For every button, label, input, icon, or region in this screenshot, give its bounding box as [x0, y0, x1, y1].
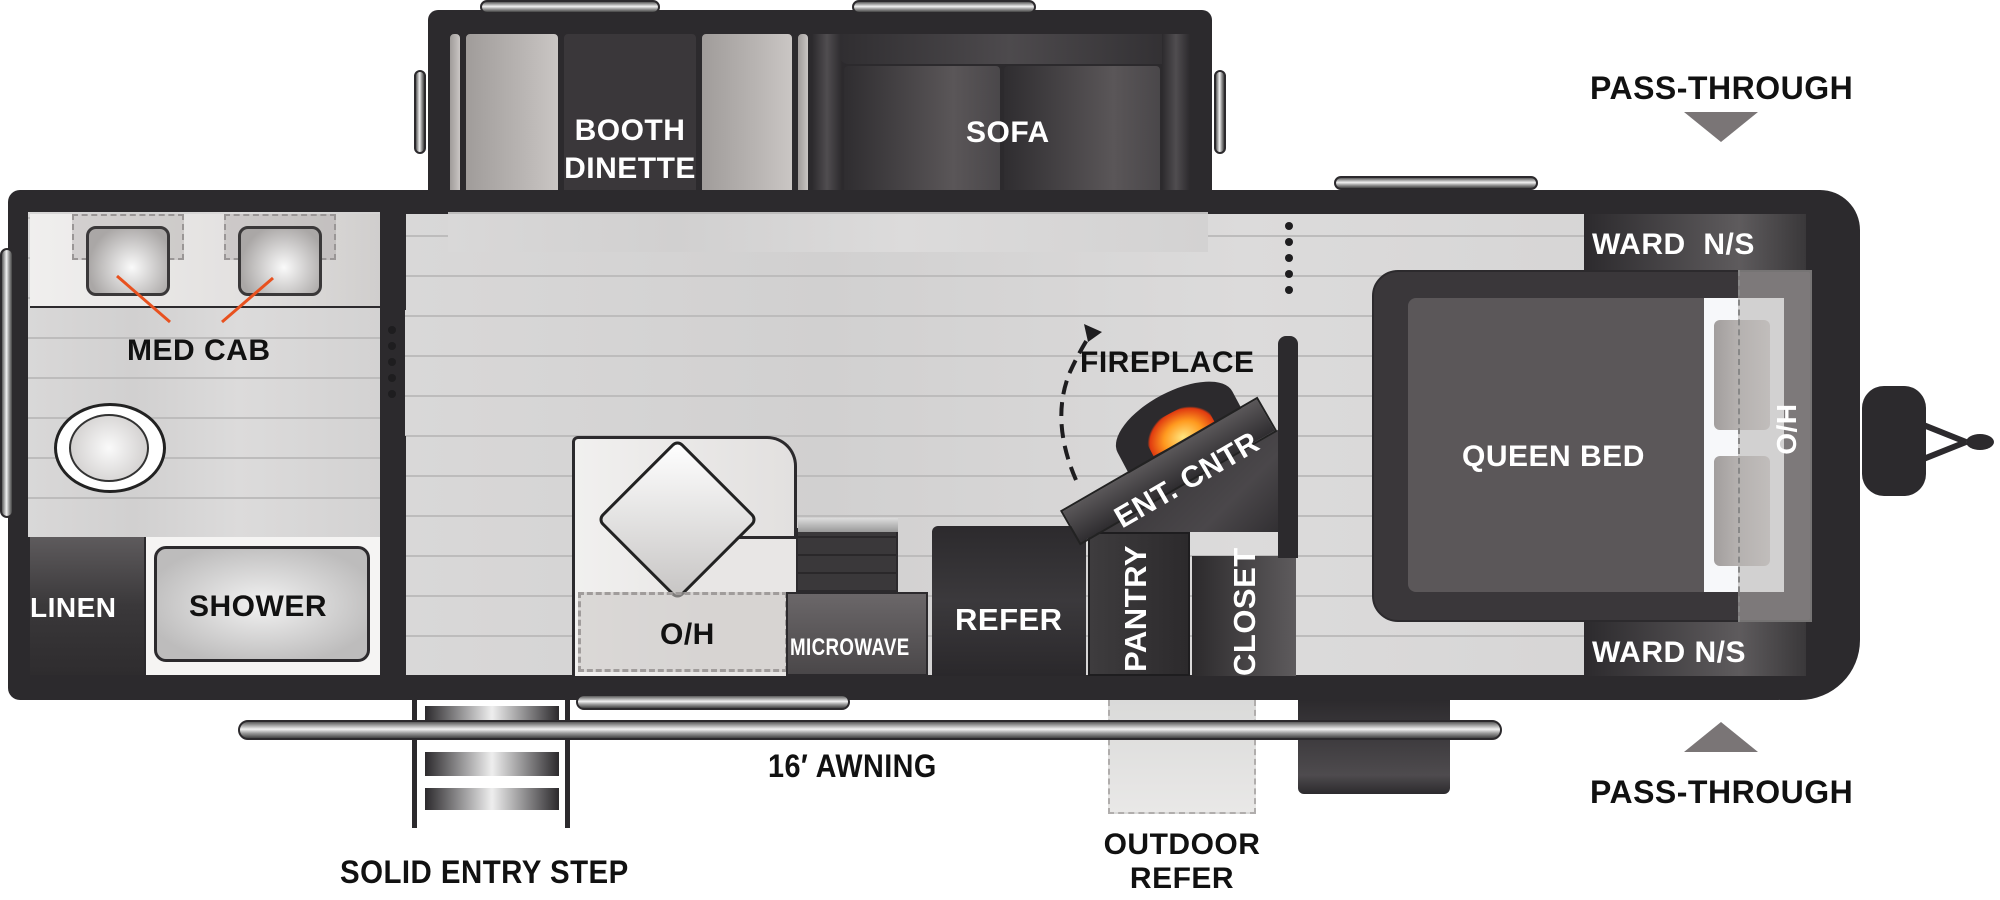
- bathroom-wall-lower: [380, 436, 406, 696]
- stove: [796, 518, 898, 592]
- wardrobe-bottom: [1584, 620, 1806, 676]
- bed-overhead-label: H/O: [1771, 404, 1802, 456]
- closet-label: CLOSET: [1227, 547, 1262, 676]
- pass-through-top-arrow-icon: [1684, 112, 1758, 142]
- fireplace-swing-arrow-icon: [1059, 324, 1102, 481]
- outdoor-refer-line2: REFER: [1129, 862, 1235, 895]
- entry-door-handle-rail: [576, 694, 850, 710]
- pass-through-bottom-arrow-icon: [1684, 722, 1758, 752]
- med-cab-label: MED CAB: [127, 334, 271, 367]
- rear-rail: [0, 248, 14, 518]
- linen-label: LINEN: [30, 592, 117, 623]
- fireplace-label: FIREPLACE: [1080, 346, 1255, 379]
- outdoor-refer-line1: OUTDOOR: [1103, 828, 1261, 861]
- microwave: [786, 592, 928, 676]
- bathroom-wall-upper: [380, 190, 406, 310]
- bedroom-window-rail: [1334, 176, 1538, 190]
- bedroom-wall: [1278, 336, 1298, 558]
- pass-through-bottom-label: PASS-THROUGH: [1590, 774, 1854, 810]
- slide-out-top-rail-right: [852, 0, 1036, 14]
- dinette-label-line2: DINETTE: [564, 152, 696, 185]
- linen-cabinet: [30, 537, 144, 675]
- overhead-cabinet-bed: [1738, 270, 1812, 622]
- queen-bed-label: QUEEN BED: [1462, 440, 1645, 473]
- sofa-label: SOFA: [966, 116, 1050, 149]
- awning-rail: [238, 720, 1502, 740]
- bedroom-pocket-door[interactable]: [1285, 222, 1293, 302]
- booth-label-line1: BOOTH: [574, 114, 686, 147]
- bathroom-pocket-door[interactable]: [388, 326, 396, 406]
- awning-label: 16′ AWNING: [768, 748, 937, 784]
- mattress: [1408, 298, 1704, 592]
- outdoor-refer-zone: [1108, 700, 1256, 814]
- shower-pan: [154, 546, 370, 662]
- toilet: [54, 403, 166, 493]
- pantry: [1088, 532, 1190, 676]
- pantry-label: PANTRY: [1118, 545, 1153, 672]
- sink-right: [238, 226, 322, 296]
- slide-out-top-rail-left: [480, 0, 660, 14]
- med-cab-leader-lines: [116, 274, 274, 324]
- booth-dinette-label: BOOTH DINETTE: [562, 112, 698, 188]
- sofa-back: [840, 34, 1180, 64]
- refrigerator: [932, 526, 1086, 676]
- tow-hitch-icon: [1862, 386, 1994, 496]
- outdoor-refer-label: OUTDOOR REFER: [1096, 828, 1268, 896]
- entry-step-label: SOLID ENTRY STEP: [340, 854, 629, 890]
- slide-out-side-rail-right: [1214, 70, 1226, 154]
- spare-tire-mount: [1298, 700, 1450, 794]
- slide-out-floor: [448, 212, 1208, 252]
- refer-label: REFER: [955, 602, 1063, 637]
- shower-label: SHOWER: [189, 590, 327, 623]
- kitchen-overhead-label: O/H: [660, 618, 715, 651]
- slide-out-side-rail-left: [414, 70, 426, 154]
- wardrobe-bottom-label: WARD N/S: [1592, 636, 1746, 669]
- sofa-cushion-right: [1002, 64, 1162, 214]
- pass-through-top-label: PASS-THROUGH: [1590, 70, 1854, 106]
- microwave-label: MICROWAVE: [790, 634, 910, 661]
- wardrobe-top-label: WARD N/S: [1592, 228, 1755, 261]
- closet: [1192, 556, 1296, 676]
- wardrobe-top: [1584, 214, 1806, 270]
